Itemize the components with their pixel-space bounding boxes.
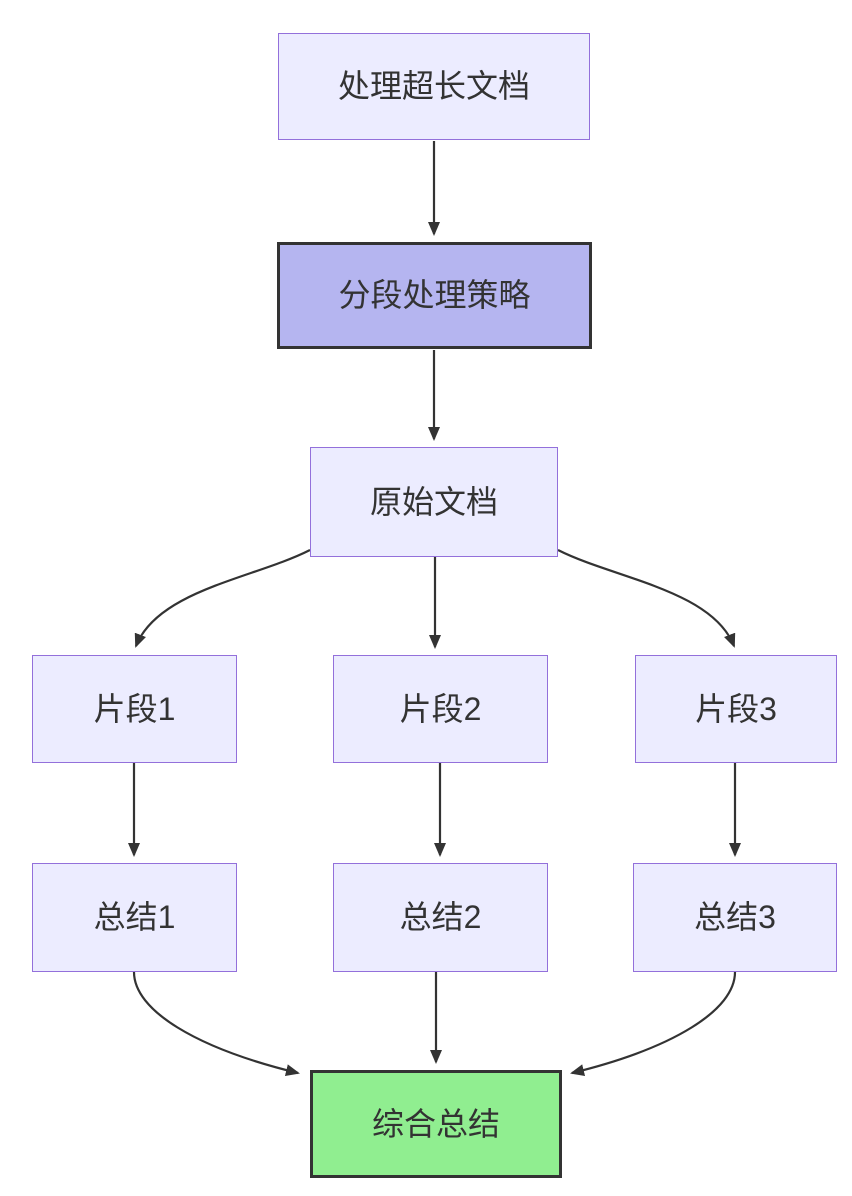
node-label: 原始文档 [369, 483, 498, 520]
node-summary-3: 总结3 [633, 863, 837, 972]
node-combined-summary: 综合总结 [310, 1070, 562, 1178]
node-label: 总结2 [399, 899, 482, 936]
node-label: 分段处理策略 [338, 277, 531, 314]
node-label: 片段3 [695, 690, 777, 727]
node-label: 总结1 [93, 899, 176, 936]
node-label: 处理超长文档 [337, 68, 530, 105]
node-label: 综合总结 [371, 1105, 500, 1142]
edge-c-d3 [557, 549, 736, 648]
node-original-document: 原始文档 [310, 447, 558, 557]
node-segmentation-strategy: 分段处理策略 [277, 242, 592, 349]
node-summary-2: 总结2 [333, 863, 548, 972]
node-process-long-document: 处理超长文档 [278, 33, 590, 140]
edge-e1-f [132, 971, 300, 1076]
edge-e3-f [570, 971, 737, 1076]
node-fragment-2: 片段2 [333, 655, 548, 763]
node-label: 片段2 [399, 690, 482, 727]
node-fragment-3: 片段3 [635, 655, 837, 763]
node-label: 片段1 [93, 690, 176, 727]
node-label: 总结3 [694, 899, 776, 936]
node-summary-1: 总结1 [32, 863, 237, 972]
node-fragment-1: 片段1 [32, 655, 237, 763]
edge-c-d1 [134, 549, 311, 648]
